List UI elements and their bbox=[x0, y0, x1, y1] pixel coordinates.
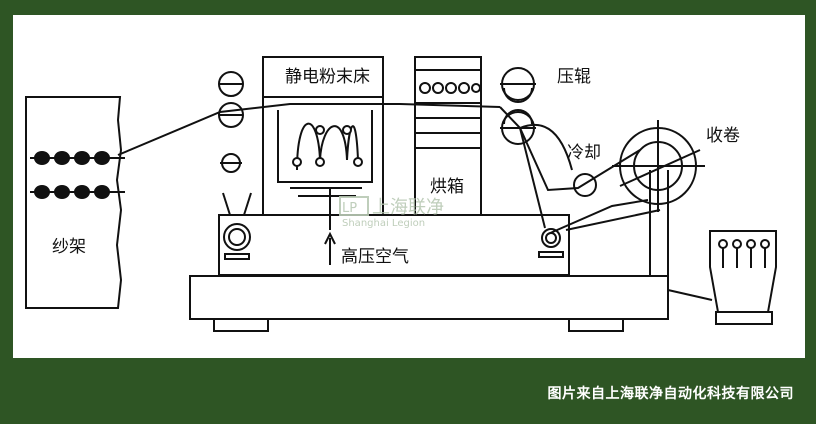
creel-spools bbox=[34, 151, 110, 199]
label-oven: 烘箱 bbox=[430, 177, 464, 197]
image-credit: 图片来自上海联净自动化科技有限公司 bbox=[547, 386, 794, 402]
control-knobs bbox=[718, 239, 770, 268]
bottom-rollers bbox=[222, 192, 564, 260]
fiber-tow bbox=[117, 103, 501, 156]
label-cooling: 冷却 bbox=[567, 143, 601, 163]
powder-bath bbox=[277, 110, 373, 183]
label-powder-bed: 静电粉末床 bbox=[285, 67, 370, 87]
watermark-english: Shanghai Legion bbox=[342, 218, 425, 229]
watermark: LP 上海联净 Shanghai Legion bbox=[339, 196, 444, 229]
winder bbox=[612, 120, 705, 212]
creel-frame bbox=[25, 96, 123, 309]
guide-rollers bbox=[218, 71, 244, 173]
watermark-logo: LP bbox=[342, 201, 357, 216]
label-hp-air: 高压空气 bbox=[341, 247, 409, 267]
watermark-name: 上海联净 bbox=[372, 197, 444, 218]
press-rolls bbox=[500, 67, 536, 145]
bath-fiber-wave bbox=[296, 122, 359, 171]
cooling-roller bbox=[573, 173, 597, 197]
oven-heaters bbox=[419, 82, 481, 94]
label-winder: 收卷 bbox=[706, 126, 740, 146]
label-press-roll: 压辊 bbox=[557, 67, 591, 87]
machine-base bbox=[189, 275, 669, 320]
diagram-panel bbox=[13, 15, 805, 358]
label-creel: 纱架 bbox=[52, 237, 86, 257]
